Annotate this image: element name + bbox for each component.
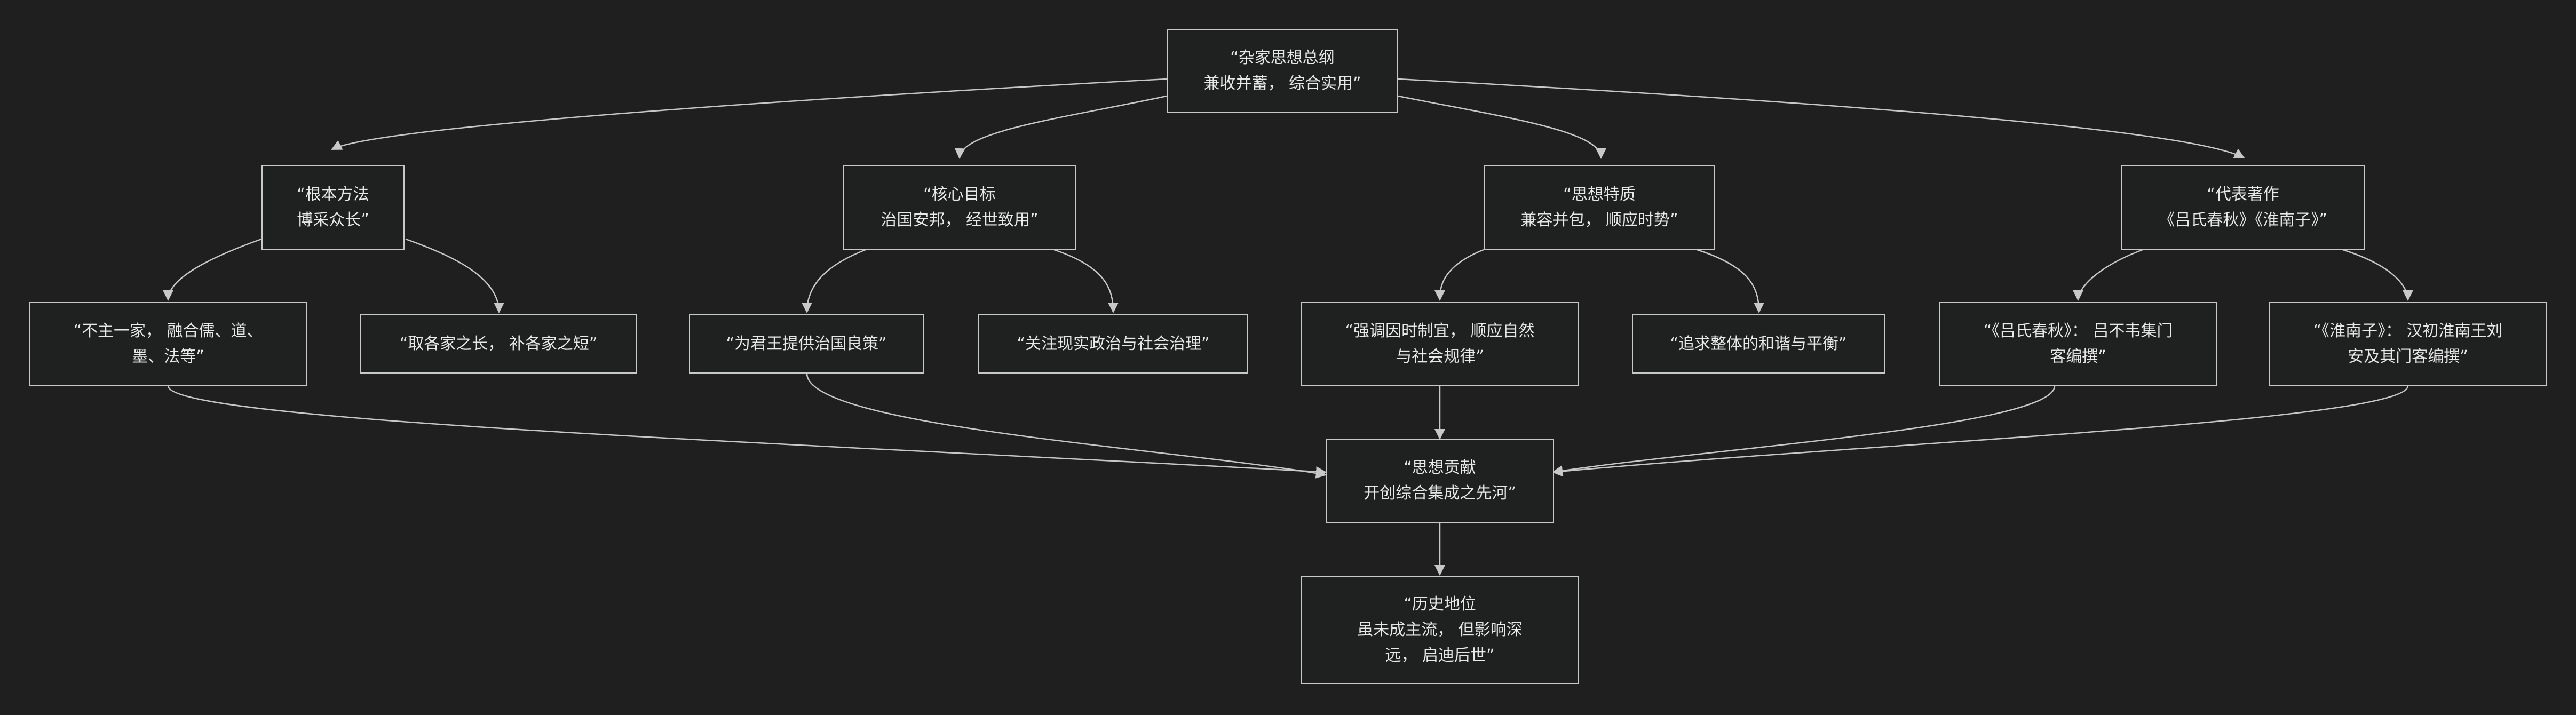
edge-root-method — [331, 78, 1167, 150]
node-t1-text: “强调因时制宜， 顺应自然 与社会规律” — [1345, 321, 1535, 366]
edge-g1-contrib — [806, 373, 1327, 479]
edge-goal-g1 — [802, 249, 866, 313]
node-method: “根本方法 博采众长” — [261, 165, 405, 250]
edge-m1-contrib — [167, 385, 1327, 477]
node-w2: “《淮南子》： 汉初淮南王刘 安及其门客编撰” — [2269, 302, 2547, 386]
node-trait-text: “思想特质 兼容并包， 顺应时势” — [1520, 185, 1678, 229]
edge-w1-contrib — [1552, 385, 2056, 476]
node-goal: “核心目标 治国安邦， 经世致用” — [843, 165, 1076, 250]
node-g1: “为君王提供治国良策” — [689, 314, 924, 374]
node-contrib: “思想贡献 开创综合集成之先河” — [1326, 439, 1554, 523]
node-works: “代表著作 《吕氏春秋》《淮南子》” — [2121, 165, 2365, 250]
node-status: “历史地位 虽未成主流， 但影响深 远， 启迪后世” — [1301, 576, 1579, 684]
node-works-text: “代表著作 《吕氏春秋》《淮南子》” — [2159, 185, 2327, 229]
node-m1-text: “不主一家， 融合儒、道、 墨、法等” — [73, 321, 263, 366]
edge-root-works — [1398, 78, 2245, 159]
edge-root-trait — [1398, 95, 1606, 159]
node-goal-text: “核心目标 治国安邦， 经世致用” — [881, 185, 1039, 229]
node-m2: “取各家之长， 补各家之短” — [360, 314, 637, 374]
node-w1: “《吕氏春秋》： 吕不韦集门 客编撰” — [1939, 302, 2217, 386]
node-t2-text: “追求整体的和谐与平衡” — [1670, 334, 1847, 353]
edge-method-m1 — [163, 238, 262, 301]
node-g1-text: “为君王提供治国良策” — [726, 334, 887, 353]
edge-method-m2 — [405, 238, 504, 313]
node-g2-text: “关注现实政治与社会治理” — [1017, 334, 1210, 353]
node-w1-text: “《吕氏春秋》： 吕不韦集门 客编撰” — [1983, 321, 2173, 366]
node-contrib-text: “思想贡献 开创综合集成之先河” — [1364, 458, 1516, 503]
edge-trait-t2 — [1697, 249, 1764, 313]
node-trait: “思想特质 兼容并包， 顺应时势” — [1484, 165, 1715, 250]
node-root-text: “杂家思想总纲 兼收并蓄， 综合实用” — [1203, 49, 1361, 93]
node-g2: “关注现实政治与社会治理” — [978, 314, 1248, 374]
node-t1: “强调因时制宜， 顺应自然 与社会规律” — [1301, 302, 1579, 386]
node-root: “杂家思想总纲 兼收并蓄， 综合实用” — [1167, 29, 1398, 113]
edge-w2-contrib — [1552, 385, 2409, 477]
edge-works-w1 — [2073, 249, 2143, 301]
edge-works-w2 — [2342, 249, 2413, 301]
edge-root-goal — [954, 95, 1167, 159]
edge-trait-t1 — [1434, 249, 1484, 301]
node-w2-text: “《淮南子》： 汉初淮南王刘 安及其门客编撰” — [2313, 321, 2503, 366]
node-status-text: “历史地位 虽未成主流， 但影响深 远， 启迪后世” — [1357, 594, 1523, 665]
edge-goal-g2 — [1053, 249, 1119, 313]
node-t2: “追求整体的和谐与平衡” — [1632, 314, 1885, 374]
node-m1: “不主一家， 融合儒、道、 墨、法等” — [29, 302, 307, 386]
node-method-text: “根本方法 博采众长” — [297, 185, 369, 229]
node-m2-text: “取各家之长， 补各家之短” — [399, 334, 598, 353]
